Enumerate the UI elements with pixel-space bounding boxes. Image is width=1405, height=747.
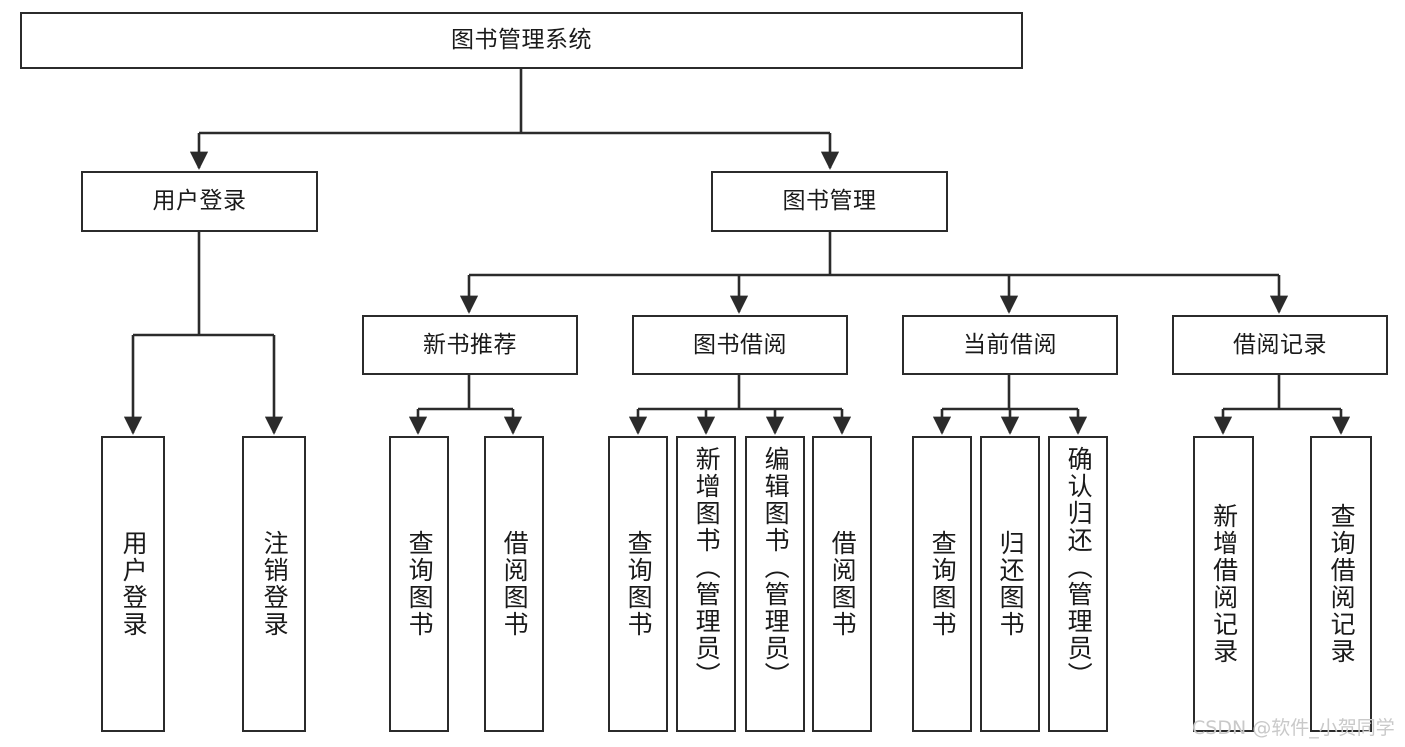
leaf-borrow-record-add-record[interactable]: 新增借阅记录	[1193, 436, 1254, 732]
node-book-management[interactable]: 图书管理	[711, 171, 948, 232]
node-label: 注销登录	[260, 530, 290, 638]
node-root-book-management-system[interactable]: 图书管理系统	[20, 12, 1023, 69]
node-label: 编辑图书（管理员）	[761, 446, 791, 689]
leaf-user-login-signout[interactable]: 注销登录	[242, 436, 306, 732]
leaf-current-borrow-return-books[interactable]: 归还图书	[980, 436, 1040, 732]
leaf-current-borrow-confirm-return-admin[interactable]: 确认归还（管理员）	[1048, 436, 1108, 732]
node-current-borrow[interactable]: 当前借阅	[902, 315, 1118, 375]
node-new-book-recommend[interactable]: 新书推荐	[362, 315, 578, 375]
leaf-book-borrow-query-books[interactable]: 查询图书	[608, 436, 668, 732]
node-label: 用户登录	[119, 530, 149, 638]
leaf-new-book-query-books[interactable]: 查询图书	[389, 436, 449, 732]
node-label: 图书管理	[782, 188, 877, 215]
node-label: 查询图书	[928, 530, 958, 638]
node-label: 查询图书	[624, 530, 654, 638]
node-label: 新书推荐	[423, 331, 517, 358]
node-label: 用户登录	[152, 188, 247, 215]
leaf-current-borrow-query-books[interactable]: 查询图书	[912, 436, 972, 732]
node-label: 借阅记录	[1233, 331, 1327, 358]
node-book-borrow[interactable]: 图书借阅	[632, 315, 848, 375]
node-user-login[interactable]: 用户登录	[81, 171, 318, 232]
node-label: 查询借阅记录	[1327, 503, 1357, 665]
node-borrow-record[interactable]: 借阅记录	[1172, 315, 1388, 375]
leaf-book-borrow-add-book-admin[interactable]: 新增图书（管理员）	[676, 436, 736, 732]
leaf-user-login-signin[interactable]: 用户登录	[101, 436, 165, 732]
node-label: 新增图书（管理员）	[692, 446, 722, 689]
leaf-borrow-record-query-record[interactable]: 查询借阅记录	[1310, 436, 1372, 732]
node-label: 当前借阅	[963, 331, 1057, 358]
node-label: 借阅图书	[828, 530, 858, 638]
node-label: 查询图书	[405, 530, 435, 638]
node-label: 确认归还（管理员）	[1064, 446, 1094, 689]
leaf-book-borrow-edit-book-admin[interactable]: 编辑图书（管理员）	[745, 436, 805, 732]
node-label: 图书借阅	[693, 331, 787, 358]
csdn-watermark: CSDN @软件_小贺同学	[1192, 717, 1395, 739]
node-label: 归还图书	[996, 530, 1026, 638]
node-label: 借阅图书	[500, 530, 530, 638]
leaf-new-book-borrow-books[interactable]: 借阅图书	[484, 436, 544, 732]
leaf-book-borrow-borrow-books[interactable]: 借阅图书	[812, 436, 872, 732]
node-label: 新增借阅记录	[1209, 503, 1239, 665]
node-label: 图书管理系统	[451, 27, 592, 54]
